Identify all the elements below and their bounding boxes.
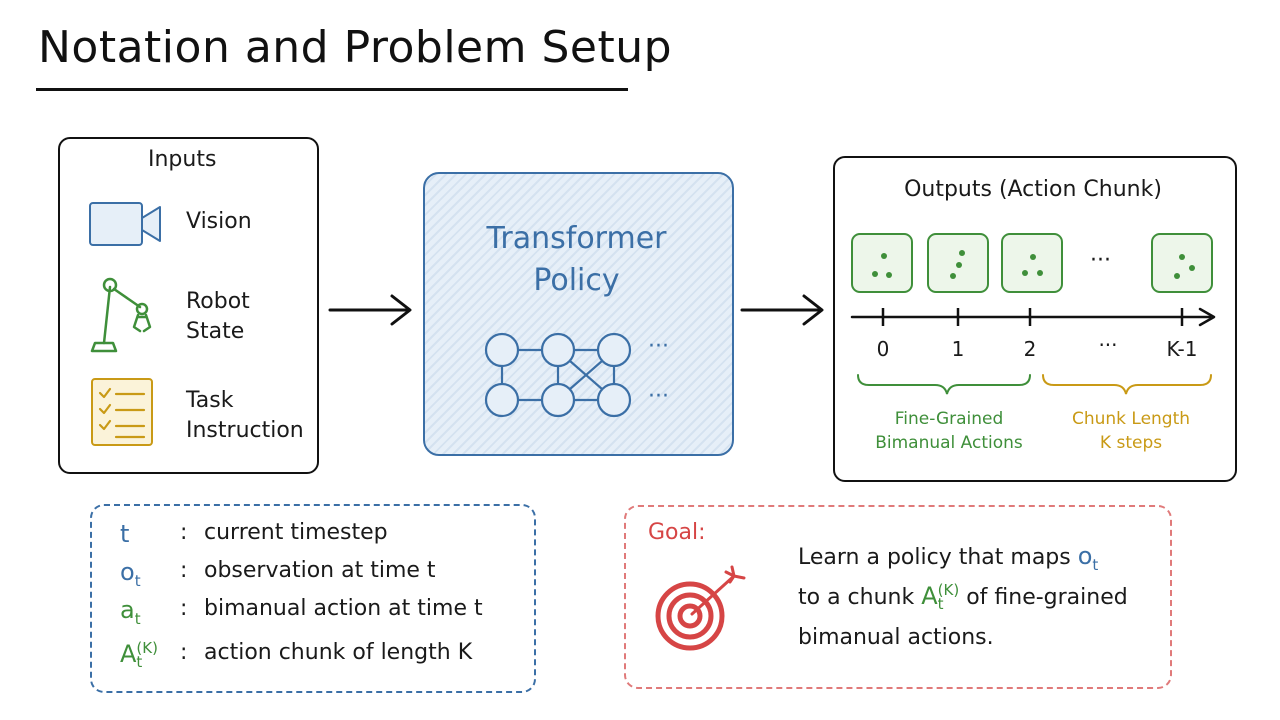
timeline-axis <box>850 307 1216 327</box>
title-underline <box>36 88 628 91</box>
tick-label-1: 1 <box>951 337 965 361</box>
goal-line-3: bimanual actions. <box>798 625 994 650</box>
outputs-ellipsis: ··· <box>1090 248 1111 273</box>
input-label-robot: Robot <box>186 289 250 314</box>
camera-icon <box>89 202 161 246</box>
outputs-heading: Outputs (Action Chunk) <box>904 177 1162 202</box>
brace-gold-label-line1: Chunk Length <box>1071 409 1191 429</box>
network-ellipsis-bottom: ··· <box>648 384 669 409</box>
notation-box <box>90 504 536 693</box>
brace-green-label-line2: Bimanual Actions <box>875 433 1023 453</box>
notation-row-a: at : bimanual action at time t <box>120 596 520 636</box>
notation-desc: bimanual action at time t <box>204 596 483 621</box>
notation-symbol: at <box>120 596 141 628</box>
tick-label-2: 2 <box>1023 337 1037 361</box>
page-title: Notation and Problem Setup <box>38 22 673 73</box>
network-graph-icon <box>484 332 632 418</box>
policy-title-line2: Policy <box>533 263 620 298</box>
goal-label: Goal: <box>648 520 706 545</box>
robot-arm-icon <box>90 277 152 353</box>
brace-green-label-line1: Fine-Grained <box>894 409 1004 429</box>
action-card-last <box>1151 233 1213 293</box>
input-label-vision: Vision <box>186 209 252 234</box>
target-icon <box>655 565 746 651</box>
notation-symbol: ot <box>120 558 141 590</box>
notation-symbol: A(K)t <box>120 639 158 671</box>
input-label-task: Task <box>186 388 234 413</box>
tick-label-ellipsis: ··· <box>1098 333 1118 357</box>
goal-box <box>624 505 1172 689</box>
tick-label-k-minus-1: K-1 <box>1166 337 1198 361</box>
notation-row-o: ot : observation at time t <box>120 558 520 598</box>
notation-colon: : <box>180 520 188 545</box>
goal-line-1: Learn a policy that maps ot <box>798 542 1099 574</box>
input-label-state: State <box>186 319 245 344</box>
action-card-0 <box>851 233 913 293</box>
notation-desc: current timestep <box>204 520 388 545</box>
outputs-box <box>833 156 1237 482</box>
tick-label-0: 0 <box>876 337 890 361</box>
inputs-heading: Inputs <box>148 147 217 172</box>
action-card-2 <box>1001 233 1063 293</box>
brace-gold <box>1042 374 1212 395</box>
arrow-policy-to-outputs <box>740 294 824 326</box>
policy-title-line1: Transformer <box>486 221 667 256</box>
notation-colon: : <box>180 596 188 621</box>
arrow-inputs-to-policy <box>328 294 412 326</box>
brace-gold-label-line2: K steps <box>1099 433 1163 453</box>
notation-desc: action chunk of length K <box>204 640 473 665</box>
notation-colon: : <box>180 640 188 665</box>
notation-row-t: t : current timestep <box>120 520 520 560</box>
notation-colon: : <box>180 558 188 583</box>
checklist-icon <box>91 378 153 446</box>
goal-line-2: to a chunk A(K)t of fine-grained <box>798 581 1128 613</box>
notation-desc: observation at time t <box>204 558 436 583</box>
transformer-policy-box <box>423 172 734 456</box>
notation-symbol: t <box>120 520 130 548</box>
network-ellipsis-top: ··· <box>648 334 669 359</box>
input-label-instruction: Instruction <box>186 418 304 443</box>
notation-row-A: A(K)t : action chunk of length K <box>120 640 520 680</box>
action-card-1 <box>927 233 989 293</box>
brace-green <box>857 374 1031 395</box>
